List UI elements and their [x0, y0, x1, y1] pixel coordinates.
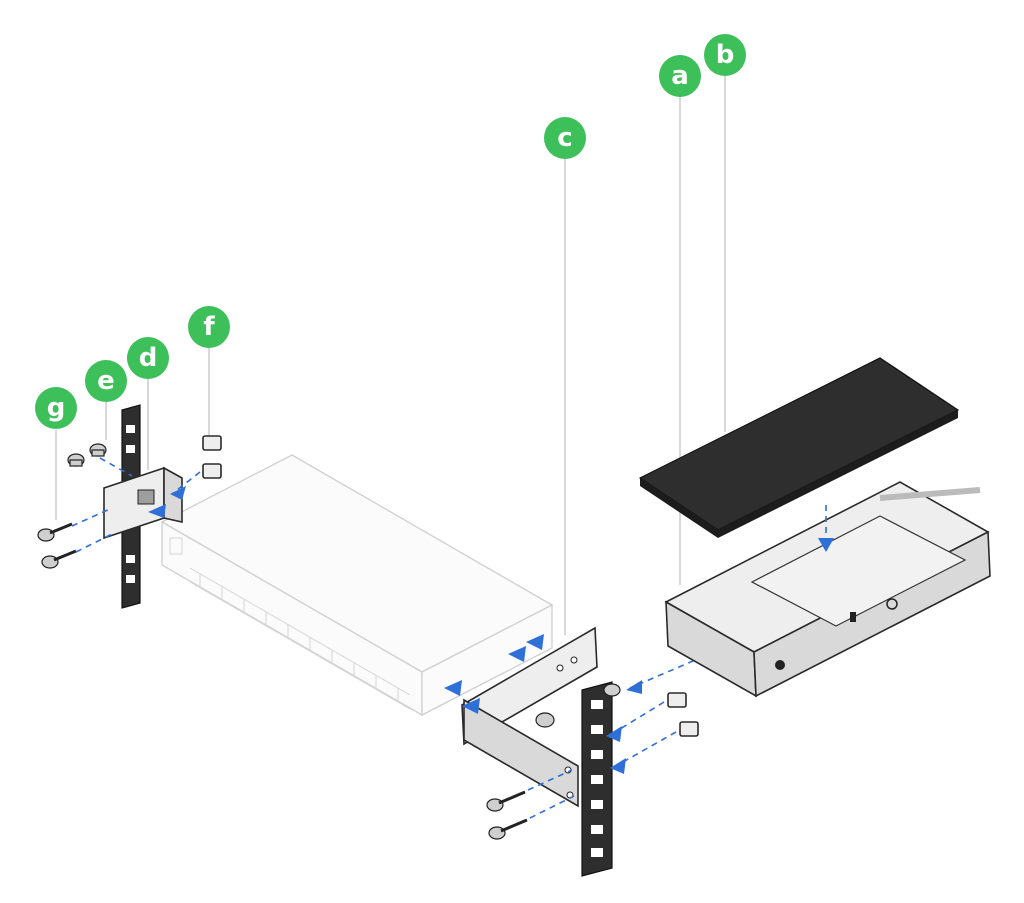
right-screws — [486, 683, 621, 840]
callout-e: e — [85, 360, 127, 402]
callout-label-c: c — [557, 123, 572, 153]
callout-b: b — [704, 34, 746, 76]
switch-ghost — [160, 454, 554, 717]
tray-cover-panel — [638, 357, 960, 538]
callout-label-b: b — [716, 40, 735, 70]
left-screws-e — [67, 443, 107, 467]
left-assembly-arrows — [71, 457, 201, 553]
tray-assembly-arrow — [818, 505, 834, 552]
callout-label-d: d — [139, 343, 158, 373]
left-screws-g — [37, 522, 77, 569]
callout-c: c — [544, 117, 586, 159]
callout-label-g: g — [47, 393, 66, 423]
switch-port-row — [189, 567, 411, 710]
callout-f: f — [188, 306, 230, 348]
callout-label-e: e — [97, 366, 115, 396]
callout-a: a — [659, 55, 701, 97]
callout-g: g — [35, 387, 77, 429]
right-rack-rail — [581, 681, 613, 877]
callout-label-f: f — [203, 312, 215, 342]
power-supply-tray — [664, 481, 991, 698]
callout-d: d — [127, 337, 169, 379]
right-cage-nuts — [667, 692, 699, 737]
callout-label-a: a — [671, 61, 689, 91]
left-cage-nuts-f — [202, 435, 222, 479]
